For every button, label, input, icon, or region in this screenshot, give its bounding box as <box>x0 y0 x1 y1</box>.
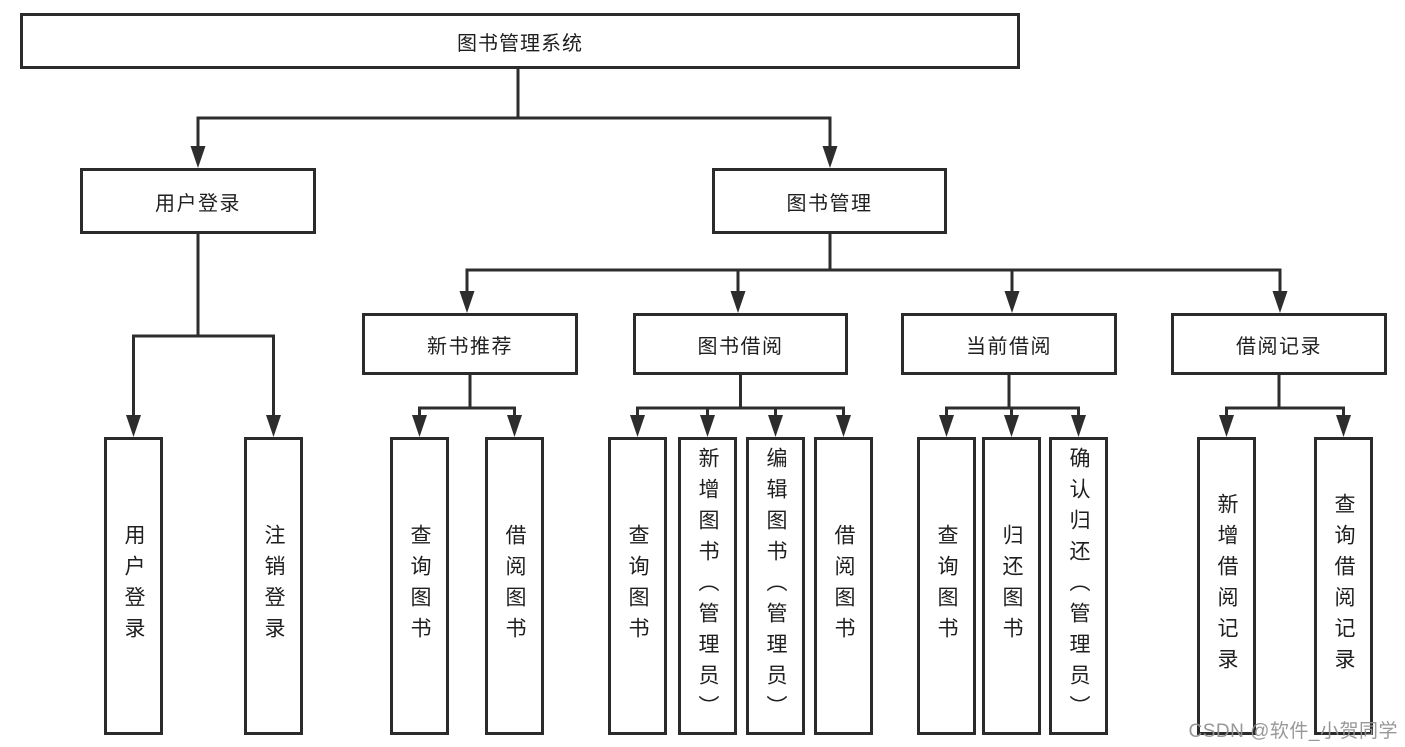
leaf-borrow-edit-book-admin: 编辑图书（管理员） <box>746 437 805 735</box>
leaf-borrow-add-book-admin-label: 新增图书（管理员） <box>696 446 719 726</box>
node-new-book-recommendation: 新书推荐 <box>362 313 578 375</box>
arrowhead <box>822 146 838 168</box>
leaf-borrow-borrow-book-label: 借阅图书 <box>832 524 855 648</box>
leaf-recommend-query-book: 查询图书 <box>390 437 449 735</box>
arrowhead <box>836 415 851 437</box>
node-book-management-label: 图书管理 <box>786 192 873 215</box>
leaf-records-add-record-label: 新增借阅记录 <box>1215 493 1238 679</box>
leaf-user-login: 用户登录 <box>104 437 163 735</box>
arrowhead <box>126 415 141 437</box>
leaf-recommend-borrow-book-label: 借阅图书 <box>503 524 526 648</box>
leaf-logout-label: 注销登录 <box>262 524 285 648</box>
arrowhead <box>507 415 522 437</box>
leaf-borrow-query-book: 查询图书 <box>608 437 667 735</box>
leaf-recommend-query-book-label: 查询图书 <box>408 524 431 648</box>
connector-root-to-level2 <box>190 68 838 168</box>
leaf-current-return-book: 归还图书 <box>982 437 1041 735</box>
arrowhead <box>1219 415 1234 437</box>
leaf-logout: 注销登录 <box>244 437 303 735</box>
node-current-borrowing-label: 当前借阅 <box>966 335 1052 358</box>
leaf-current-return-book-label: 归还图书 <box>1000 524 1023 648</box>
leaf-current-confirm-return-admin: 确认归还（管理员） <box>1049 437 1108 735</box>
leaf-current-query-book: 查询图书 <box>917 437 976 735</box>
node-borrowing-records-label: 借阅记录 <box>1236 335 1322 358</box>
node-root: 图书管理系统 <box>20 13 1020 69</box>
connector-book-management-children <box>459 233 1288 313</box>
arrowhead <box>190 146 206 168</box>
connector-records-children <box>1219 375 1351 437</box>
node-borrowing-records: 借阅记录 <box>1171 313 1387 375</box>
node-book-borrowing: 图书借阅 <box>633 313 848 375</box>
arrowhead <box>1071 415 1086 437</box>
leaf-borrow-borrow-book: 借阅图书 <box>814 437 873 735</box>
arrowhead <box>412 415 427 437</box>
leaf-user-login-label: 用户登录 <box>122 524 145 648</box>
arrowhead <box>1004 415 1019 437</box>
node-book-borrowing-label: 图书借阅 <box>697 335 784 358</box>
node-user-login-label: 用户登录 <box>155 192 241 215</box>
arrowhead <box>730 291 746 313</box>
node-root-label: 图书管理系统 <box>457 32 583 55</box>
connector-new-book-children <box>412 375 522 437</box>
arrowhead <box>1004 291 1020 313</box>
leaf-current-query-book-label: 查询图书 <box>935 524 958 648</box>
node-user-login: 用户登录 <box>80 168 316 234</box>
arrowhead <box>459 291 475 313</box>
leaf-current-confirm-return-admin-label: 确认归还（管理员） <box>1067 446 1090 726</box>
connector-user-login-children <box>126 233 281 437</box>
arrowhead <box>700 415 715 437</box>
csdn-watermark: CSDN @软件_小贺同学 <box>1188 721 1398 742</box>
arrowhead <box>768 415 783 437</box>
connector-book-borrow-children <box>630 375 851 437</box>
leaf-borrow-query-book-label: 查询图书 <box>626 524 649 648</box>
arrowhead <box>939 415 954 437</box>
arrowhead <box>1336 415 1351 437</box>
arrowhead <box>630 415 645 437</box>
arrowhead <box>1272 291 1288 313</box>
leaf-records-query-record-label: 查询借阅记录 <box>1332 493 1355 679</box>
connector-current-borrow-children <box>939 375 1086 437</box>
arrowhead <box>266 415 281 437</box>
leaf-borrow-add-book-admin: 新增图书（管理员） <box>678 437 737 735</box>
leaf-records-add-record: 新增借阅记录 <box>1197 437 1256 735</box>
node-current-borrowing: 当前借阅 <box>901 313 1117 375</box>
node-new-book-recommendation-label: 新书推荐 <box>427 335 513 358</box>
node-book-management: 图书管理 <box>712 168 947 234</box>
leaf-borrow-edit-book-admin-label: 编辑图书（管理员） <box>764 446 787 726</box>
leaf-records-query-record: 查询借阅记录 <box>1314 437 1373 735</box>
leaf-recommend-borrow-book: 借阅图书 <box>485 437 544 735</box>
